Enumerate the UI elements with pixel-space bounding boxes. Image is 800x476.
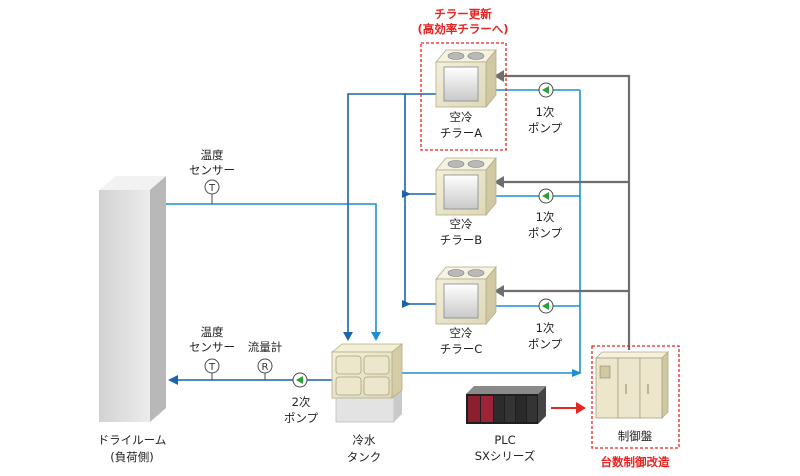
pipe-arrows <box>168 190 582 385</box>
chiller-a-unit <box>435 48 497 109</box>
secondary-pump <box>292 372 308 388</box>
dry-room-top <box>99 176 166 190</box>
chiller-c-branch <box>404 194 436 305</box>
control-panel-unit <box>595 351 669 419</box>
flow-meter-symbol: R <box>262 362 269 373</box>
chiller-b-label: チラーB <box>440 233 482 247</box>
control-lines <box>502 74 631 350</box>
plc-unit <box>466 386 546 424</box>
chiller-update-title: チラー更新 <box>434 7 492 21</box>
arrow-into-chiller-c <box>402 300 411 308</box>
arrow-into-dry-room <box>168 375 178 385</box>
chilled-water-pipes <box>166 89 581 381</box>
temp-sensor-lower-label-2: センサー <box>189 340 235 354</box>
temp-sensor-lower-symbol: T <box>208 362 216 373</box>
control-arrow-c <box>494 285 504 297</box>
chiller-update-highlight <box>420 42 507 151</box>
dry-room-side <box>150 176 166 422</box>
control-panel-label: 制御盤 <box>618 429 653 443</box>
return-pipe <box>166 203 377 339</box>
secondary-pump-label-1: 2次 <box>292 395 311 409</box>
chiller-a-label: チラーA <box>440 126 482 140</box>
arrow-into-chiller-b <box>402 190 411 198</box>
primary-pump-b-label-2: ポンプ <box>528 226 563 240</box>
arrow-return-to-tank <box>572 369 582 377</box>
arrow-into-tank-left <box>343 332 353 341</box>
control-panel-highlight <box>591 345 680 449</box>
control-arrow-a <box>494 70 504 82</box>
chiller-supply-header <box>347 93 436 339</box>
plc-label-2: SXシリーズ <box>475 449 536 463</box>
flow-meter: R <box>257 358 273 380</box>
chiller-c-label: チラーC <box>440 342 483 356</box>
control-arrow-b <box>494 176 504 188</box>
chiller-c-name: 空冷 <box>450 326 473 340</box>
primary-pump-b-label-1: 1次 <box>536 210 555 224</box>
dry-room-label-1: ドライルーム <box>98 433 167 447</box>
chiller-b-unit <box>435 156 497 217</box>
chiller-c-unit <box>435 265 497 326</box>
primary-pump-a <box>538 82 554 98</box>
flow-meter-label: 流量計 <box>248 340 283 354</box>
plc-to-panel-arrow <box>551 402 586 414</box>
chiller-a-name: 空冷 <box>450 110 473 124</box>
dry-room-building <box>99 176 166 422</box>
dry-room-front <box>99 190 150 422</box>
primary-pump-b <box>538 188 554 204</box>
dry-room-label-2: (負荷側) <box>110 450 153 464</box>
control-line-a <box>502 74 631 350</box>
tank-label-1: 冷水 <box>353 433 376 447</box>
temp-sensor-upper: T <box>204 179 220 204</box>
temp-sensor-upper-label-1: 温度 <box>201 148 224 162</box>
chilled-water-tank <box>330 343 404 423</box>
temp-sensor-lower-label-1: 温度 <box>201 325 224 339</box>
primary-pump-c <box>538 298 554 314</box>
primary-pump-a-label-1: 1次 <box>536 105 555 119</box>
temp-sensor-upper-symbol: T <box>208 183 216 194</box>
arrow-into-tank-right <box>371 332 381 341</box>
temp-sensor-upper-label-2: センサー <box>189 163 235 177</box>
secondary-pump-label-2: ポンプ <box>284 411 319 425</box>
primary-pump-a-label-2: ポンプ <box>528 121 563 135</box>
chiller-update-subtitle: (高効率チラーへ) <box>417 22 508 36</box>
temp-sensor-lower: T <box>204 358 220 380</box>
primary-pump-c-label-1: 1次 <box>536 321 555 335</box>
plc-label-1: PLC <box>494 433 515 447</box>
control-arrows <box>494 70 504 297</box>
control-panel-caption: 台数制御改造 <box>601 455 670 469</box>
tank-label-2: タンク <box>347 450 382 464</box>
primary-pump-c-label-2: ポンプ <box>528 337 563 351</box>
chiller-b-name: 空冷 <box>450 217 473 231</box>
